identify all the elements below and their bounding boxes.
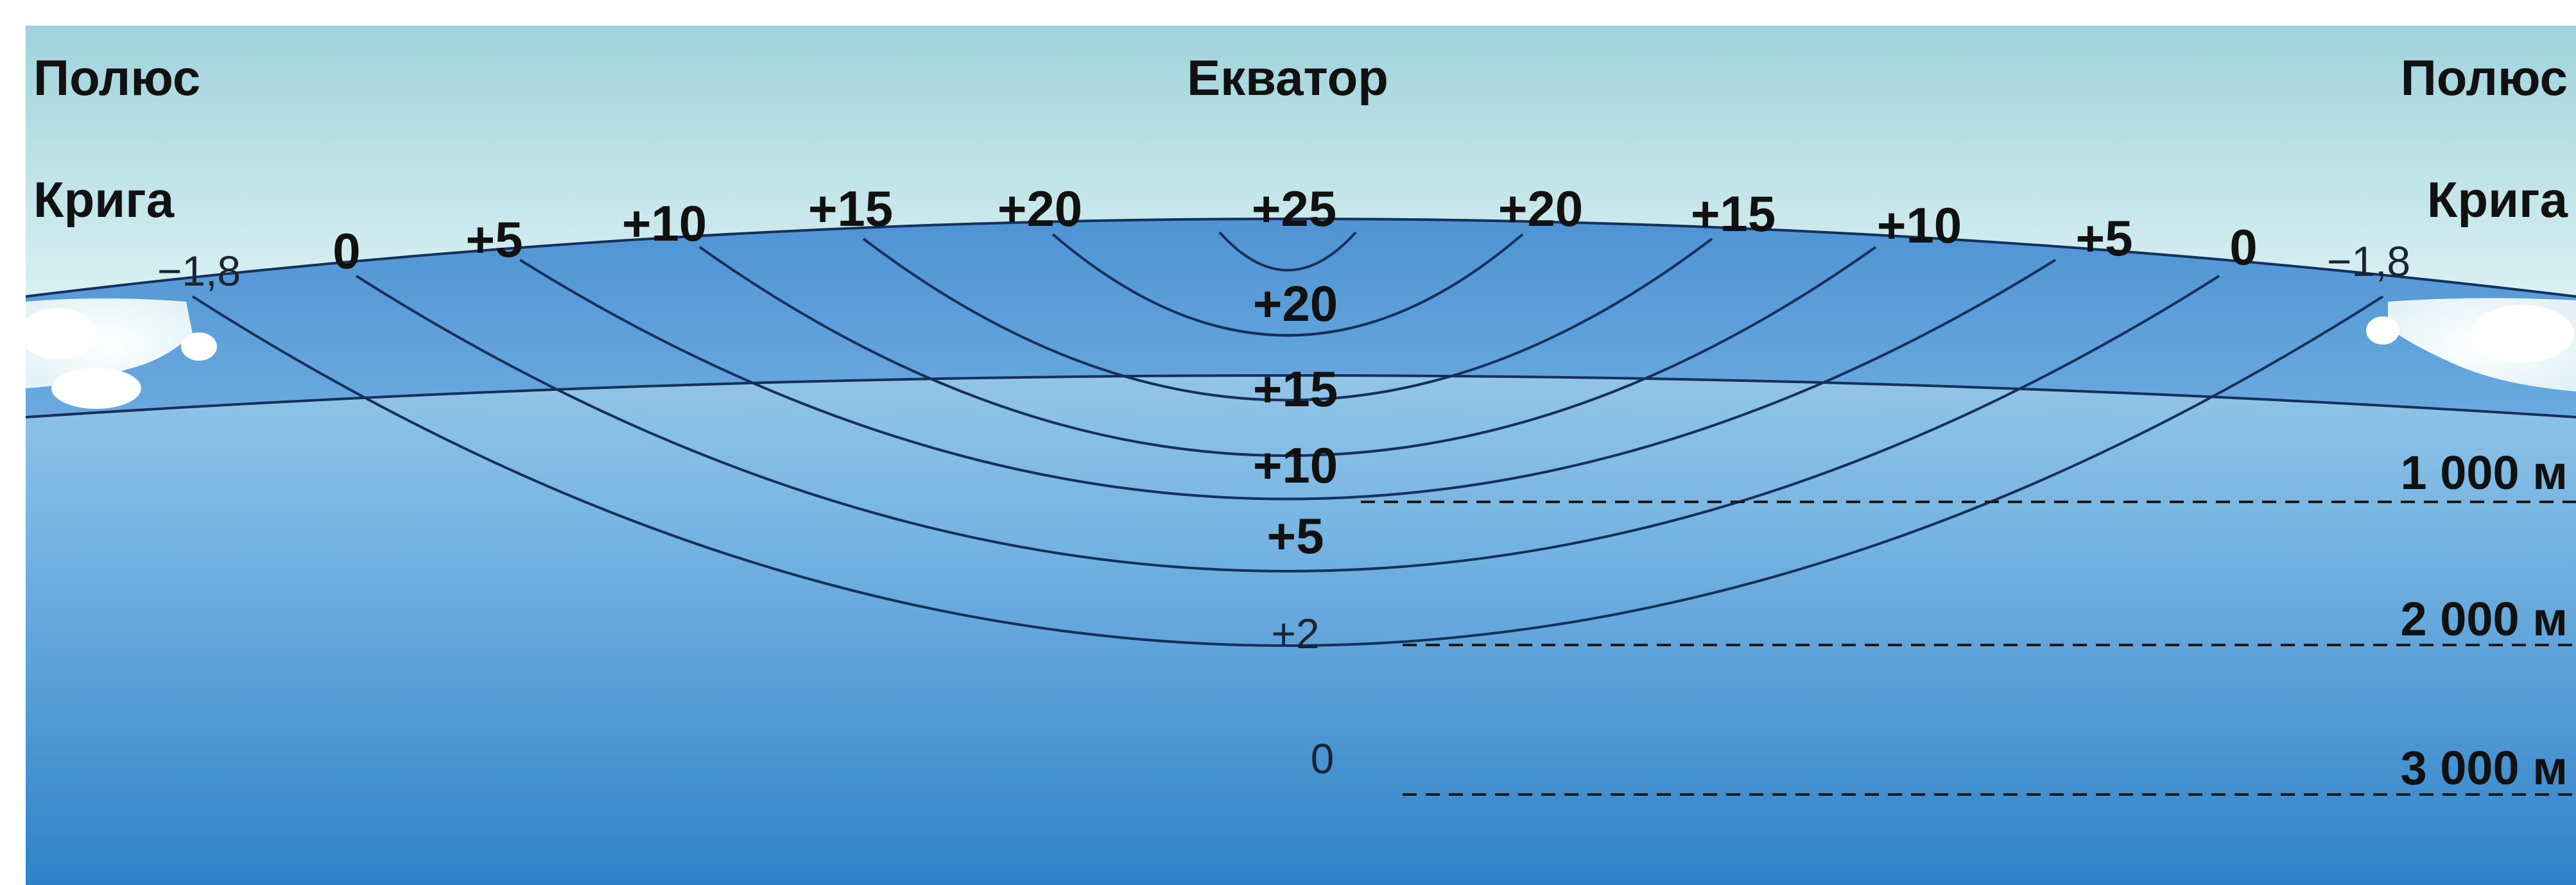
center-temp-0: 0: [1311, 735, 1335, 782]
isotherm-20: [1051, 233, 1524, 337]
ice-right-label: Крига: [2427, 171, 2568, 228]
center-temp-10: +10: [1253, 437, 1338, 494]
deep-ocean: [26, 247, 2576, 885]
surface-temp-left-0: 0: [333, 223, 360, 279]
isotherms: [191, 231, 2384, 647]
center-temp-5: +5: [1267, 508, 1324, 564]
sea-surface-line: [26, 218, 2576, 298]
surface-temp-left-minus-1-8: −1,8: [157, 247, 241, 295]
surface-temp-right-minus-1-8: −1,8: [2327, 237, 2410, 285]
thermocline-line: [26, 374, 2576, 418]
ice-right: [2366, 298, 2576, 391]
surface-temp-right-5: +5: [2076, 210, 2133, 266]
depth-lines: [1361, 501, 2576, 796]
surface-temp-left-15: +15: [808, 180, 893, 237]
surface-temp-center-25: +25: [1252, 180, 1336, 237]
depth-label-2000: 2 000 м: [2401, 592, 2568, 646]
surface-temp-left-5: +5: [466, 211, 523, 268]
isotherm-15: [862, 237, 1713, 402]
isotherm-10: [698, 246, 1877, 457]
surface-temp-right-10: +10: [1877, 197, 1962, 253]
surface-temp-left-10: +10: [622, 195, 707, 252]
pole-left-label: Полюс: [33, 49, 200, 106]
center-temp-15: +15: [1253, 361, 1338, 417]
isotherm-5: [519, 259, 2057, 501]
surface-temp-left-20: +20: [998, 180, 1082, 237]
isotherm-minus-1-8: [191, 295, 2384, 647]
isotherm-25: [1218, 231, 1357, 271]
pole-right-label: Полюс: [2401, 49, 2568, 106]
ice-left: [26, 298, 217, 409]
depth-label-3000: 3 000 м: [2401, 741, 2568, 795]
isotherm-0: [355, 275, 2220, 572]
surface-temp-right-15: +15: [1691, 185, 1776, 242]
center-temp-2: +2: [1271, 610, 1319, 657]
equator-label: Екватор: [1187, 49, 1388, 106]
surface-water-layer: [26, 219, 2576, 417]
ice-left-label: Крига: [33, 171, 175, 228]
center-temp-20: +20: [1253, 275, 1338, 332]
surface-temp-right-0: 0: [2229, 219, 2257, 275]
depth-label-1000: 1 000 м: [2401, 446, 2568, 499]
surface-temp-right-20: +20: [1498, 180, 1583, 237]
